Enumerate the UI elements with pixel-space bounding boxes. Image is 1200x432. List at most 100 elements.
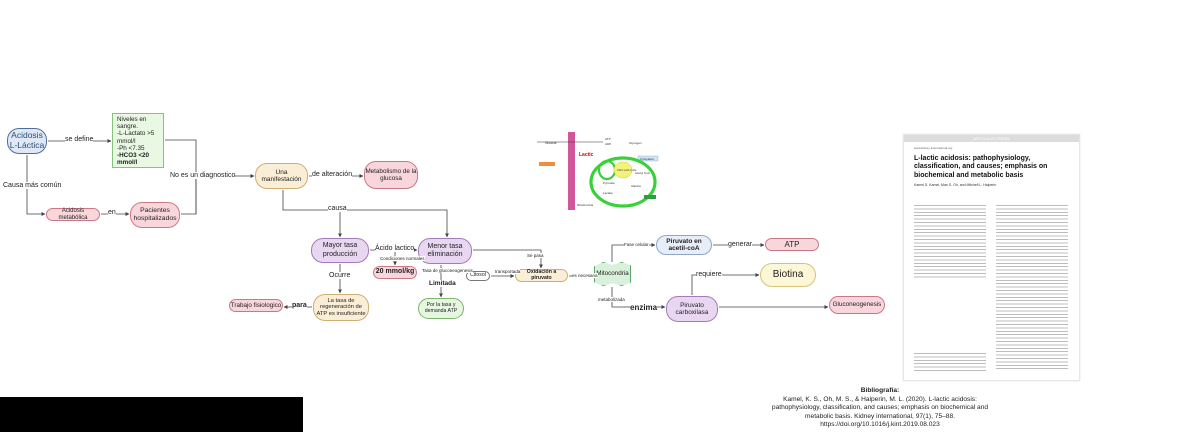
pathway-green-box <box>644 195 656 199</box>
pathway-lactate-label: Lactate <box>603 191 613 195</box>
pathway-blue-box <box>637 155 659 162</box>
citosol-node[interactable]: Citosol <box>466 271 490 281</box>
pathway-orange-box <box>539 162 555 166</box>
article-journal: www.kidney-international.org <box>914 146 953 150</box>
label-causa: causa <box>328 205 347 212</box>
pathway-adp-label: ADP <box>605 142 611 146</box>
label-no-diagnostico: No es un diagnostico <box>170 172 236 179</box>
tasa-regeneracion-node[interactable]: La tasa de regeneración de ATP es insufi… <box>313 294 369 321</box>
metabolismo-label: Metabolismo de la glucosa <box>365 167 417 182</box>
pathway-glycogen-label: Glycogen <box>629 141 642 145</box>
pathway-acetyl-label: Acetyl CoA <box>635 171 650 175</box>
atp-node[interactable]: ATP <box>765 238 819 251</box>
label-ocurre: Ocurre <box>329 272 351 279</box>
biotina-label: Biotina <box>772 269 804 281</box>
gluconeogenesis-node[interactable]: Gluconeogenesis <box>829 296 885 314</box>
pacientes-hospitalizados-node[interactable]: Pacientes hospitalizados <box>130 202 180 228</box>
pathway-citric-label: Citric acid cycle <box>617 168 637 172</box>
link-causa-mas-comun <box>26 155 46 216</box>
niveles-line-6: -HCO3 <20 <box>117 152 150 160</box>
link-fase-celular <box>611 243 656 262</box>
label-fase-celular: Fase celular <box>624 242 649 247</box>
acidosis-lactica-node[interactable]: Acidosis L-Láctica <box>7 128 47 154</box>
acidosis-metabolica-label: Acidosis metabólica <box>58 207 88 221</box>
gluconeogenesis-label: Gluconeogenesis <box>832 301 882 309</box>
glycolysis-pathway-figure: Glucose Lactic ATP ADP Glycogen Cytoplas… <box>537 132 659 210</box>
bibliography-line-2: pathophysiology, classification, and cau… <box>771 404 989 412</box>
mitocondria-node[interactable]: Mitocondria <box>594 262 631 286</box>
pathway-yellow-circle <box>613 161 633 179</box>
demanda-atp-node[interactable]: Por la tasa y demanda ATP <box>418 298 464 319</box>
acidosis-metabolica-node[interactable]: Acidosis metabólica <box>46 208 100 221</box>
biotina-node[interactable]: Biotina <box>760 263 816 287</box>
mayor-tasa-label: Mayor tasa producción <box>322 242 358 258</box>
oxidacion-label: Oxidación a piruvato <box>526 268 557 281</box>
label-es-necesaria: es necesaria <box>572 273 598 278</box>
label-tasa-gluconeogenesis: Tasa de gluconeogenesis <box>422 268 473 273</box>
pathway-mitochondria-ring <box>589 156 657 208</box>
mmol-label: 20 mmol/kg <box>375 268 415 276</box>
label-condiciones: Condiciones normales <box>380 256 425 261</box>
pathway-alanine-label: Alanine <box>631 184 641 188</box>
pacientes-label: Pacientes hospitalizados <box>133 207 177 222</box>
label-de-alteracion: de alteración <box>312 171 353 178</box>
citosol-label: Citosol <box>470 272 486 279</box>
bibliography-line-1: Kamel, K. S., Oh, M. S., & Halperin, M. … <box>783 395 977 403</box>
trabajo-label: Trabajo fisiologico <box>230 301 282 309</box>
journal-article-thumbnail: ARTICLE IN PRESS www.kidney-internationa… <box>903 134 1080 381</box>
label-para: para <box>292 302 307 309</box>
bibliography-heading: Bibliografía: <box>860 387 900 394</box>
article-footnote-block <box>914 353 986 371</box>
mmol-node[interactable]: 20 mmol/kg <box>373 266 417 279</box>
label-enzima: enzima <box>630 303 658 312</box>
link-causa-menor <box>282 190 449 238</box>
cell-membrane-bar <box>568 132 575 210</box>
niveles-sangre-node[interactable]: Niveles en sangre. -L-Lactato >5 mmol/l … <box>112 113 164 168</box>
label-generar: generar <box>728 241 753 248</box>
trabajo-fisiologico-node[interactable]: Trabajo fisiologico <box>229 299 283 312</box>
link-no-diagnostico <box>181 174 255 215</box>
pathway-glucose-label: Glucose <box>545 141 557 145</box>
label-acido-lactico: Ácido lactico <box>375 245 415 252</box>
label-se-define: se define <box>65 136 94 143</box>
article-column-right <box>996 205 1068 370</box>
piruvato-carb-label: Piruvato carboxilasa <box>675 301 709 316</box>
link-se-pasa <box>473 249 543 269</box>
label-transportada: transportada <box>495 269 521 274</box>
pathway-inner-ring <box>597 159 617 181</box>
manifestacion-node[interactable]: Una manifestación <box>255 163 308 189</box>
bibliography-block: Bibliografía: Kamel, K. S., Oh, M. S., &… <box>700 387 1060 430</box>
pathway-cytosol-label: Cytoplasm <box>640 157 655 161</box>
niveles-line-2: sangre. <box>117 123 139 131</box>
manifestacion-label: Una manifestación <box>261 168 302 183</box>
niveles-line-7: mmol/l <box>117 159 138 167</box>
niveles-line-4: mmol/l <box>117 137 136 145</box>
article-banner: ARTICLE IN PRESS <box>904 135 1079 142</box>
label-limitada: Limitada <box>429 280 456 287</box>
demanda-label: Por la tasa y demanda ATP <box>424 301 458 314</box>
bibliography-link[interactable]: https://doi.org/10.1016/j.kint.2019.08.0… <box>820 421 940 429</box>
oxidacion-piruvato-node[interactable]: Oxidación a piruvato <box>515 269 568 282</box>
menor-tasa-label: Menor tasa eliminación <box>427 242 463 258</box>
metabolismo-glucosa-node[interactable]: Metabolismo de la glucosa <box>364 161 418 189</box>
piruvato-acetil-node[interactable]: Piruvato en acetil-coA <box>656 235 712 255</box>
piruvato-carboxilasa-node[interactable]: Piruvato carboxilasa <box>666 296 718 322</box>
link-niveles-down <box>165 139 197 214</box>
link-requiere <box>691 273 760 295</box>
menor-tasa-node[interactable]: Menor tasa eliminación <box>418 238 472 264</box>
atp-label: ATP <box>784 239 800 249</box>
mayor-tasa-node[interactable]: Mayor tasa producción <box>311 238 369 263</box>
pathway-pyruvate-label: Pyruvate <box>603 181 615 185</box>
bibliography-line-3: metabolic basis. Kidney international, 9… <box>805 412 955 420</box>
piruvato-acetil-label: Piruvato en acetil-coA <box>666 237 702 252</box>
tasa-regeneracion-label: La tasa de regeneración de ATP es insufi… <box>316 297 366 317</box>
pathway-atp-label: ATP <box>605 137 611 141</box>
niveles-line-5: -Ph <7.35 <box>117 144 145 152</box>
label-metabolizada: metabolizada <box>598 297 625 302</box>
niveles-line-1: Niveles en <box>117 116 147 123</box>
label-requiere: requiere <box>696 271 722 278</box>
article-abstract-block <box>914 205 986 280</box>
niveles-line-3: -L-Lactato >5 <box>117 130 155 138</box>
article-authors: Kamel S. Kamel, Man S. Oh, and Mitchell … <box>914 183 997 187</box>
pathway-mito-label: Mitochondria <box>577 203 593 207</box>
